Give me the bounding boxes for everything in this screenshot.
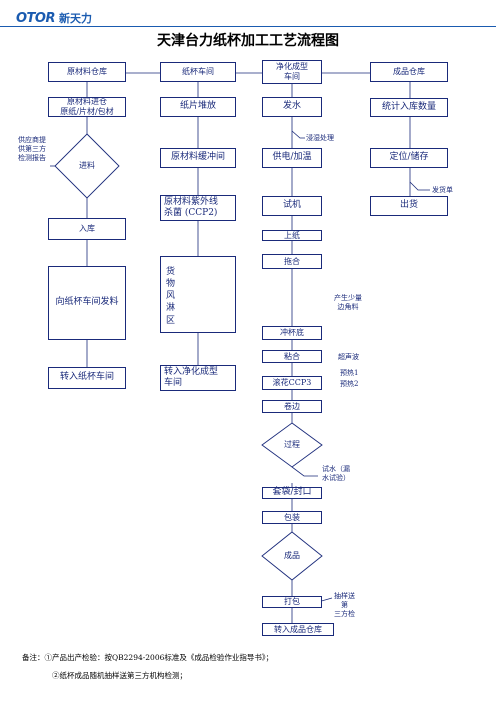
box-raw-warehouse: 原材料仓库	[48, 62, 126, 82]
header-rule	[0, 26, 496, 27]
box-bag-seal: 套袋/封口	[262, 487, 322, 499]
air-shower-char-3: 风	[166, 291, 176, 302]
box-trial-run: 试机	[262, 196, 322, 216]
note-ultrasonic: 超声波	[338, 353, 359, 361]
label-process: 过程	[284, 440, 300, 449]
box-finished-warehouse: 成品仓库	[370, 62, 448, 82]
box-transfer-finished: 转入成品仓库	[262, 623, 334, 636]
incoming-decision	[54, 133, 120, 199]
note-wetting: 浸湿处理	[306, 134, 334, 142]
note-preheat-2: 预热2	[340, 380, 359, 388]
air-shower-char-5: 区	[166, 315, 176, 326]
air-shower-char-2: 物	[166, 279, 176, 290]
logo-chinese: 新天力	[58, 12, 92, 25]
box-count-stock: 统计入库数量	[370, 98, 448, 117]
box-locate-store: 定位/储存	[370, 148, 448, 168]
box-uv-sterilize: 原材料紫外线 杀菌 (CCP2)	[160, 195, 236, 221]
box-storage: 入库	[48, 218, 126, 240]
company-logo: OTOR 新天力	[16, 10, 92, 26]
note-supplier-report: 供应商提 供第三方 检测报告	[18, 136, 46, 163]
box-power-heat: 供电/加温	[262, 148, 322, 168]
note-line-1: 备注：①产品出产检验：按QB2294-2006标准及《成品检验作业指导书》；	[22, 653, 274, 662]
note-line-2: ②纸杯成品随机抽样送第三方机构检测；	[52, 671, 187, 680]
note-leak-test: 试水（漏 水试验）	[322, 465, 350, 483]
box-clean-room: 净化成型 车间	[262, 60, 322, 84]
label-incoming: 进料	[79, 161, 95, 170]
note-preheat-1: 预热1	[340, 369, 359, 377]
page-title: 天津台力纸杯加工工艺流程图	[157, 33, 339, 49]
air-shower-char-1: 货	[166, 267, 176, 277]
label-product: 成品	[284, 551, 300, 560]
box-punch-bottom: 冲杯底	[262, 326, 322, 340]
box-air-shower	[160, 256, 236, 333]
box-transfer-cup: 转入纸杯车间	[48, 367, 126, 389]
process-decision	[261, 422, 323, 468]
box-transfer-clean: 转入净化成型 车间	[160, 365, 236, 391]
note-third-party-sample: 抽样送 第 三方检	[334, 592, 355, 619]
logo-latin: OTOR	[16, 10, 55, 26]
box-issue-to-cup: 向纸杯车间发料	[48, 266, 126, 340]
air-shower-label: 货 物 风 淋 区	[166, 266, 175, 327]
box-load-paper: 上纸	[262, 230, 322, 241]
box-sheet-stack: 纸片堆放	[160, 97, 236, 117]
box-cup-workshop: 纸杯车间	[160, 62, 236, 82]
box-fan-form: 拖合	[262, 254, 322, 269]
box-knurl-ccp3: 滚花CCP3	[262, 376, 322, 390]
box-box-pack: 打包	[262, 596, 322, 608]
box-buffer: 原材料缓冲间	[160, 148, 236, 168]
note-scrap: 产生少量 边角料	[334, 294, 362, 312]
box-dispatch-water: 发水	[262, 97, 322, 117]
note-delivery-order: 发货单	[432, 186, 453, 194]
box-pack: 包装	[262, 511, 322, 524]
box-curl: 卷边	[262, 400, 322, 413]
product-decision	[261, 531, 323, 581]
air-shower-char-4: 淋	[166, 303, 176, 314]
box-ship: 出货	[370, 196, 448, 216]
box-material-in: 原材料进仓 原纸/片材/包材	[48, 97, 126, 117]
box-bond: 粘合	[262, 350, 322, 363]
